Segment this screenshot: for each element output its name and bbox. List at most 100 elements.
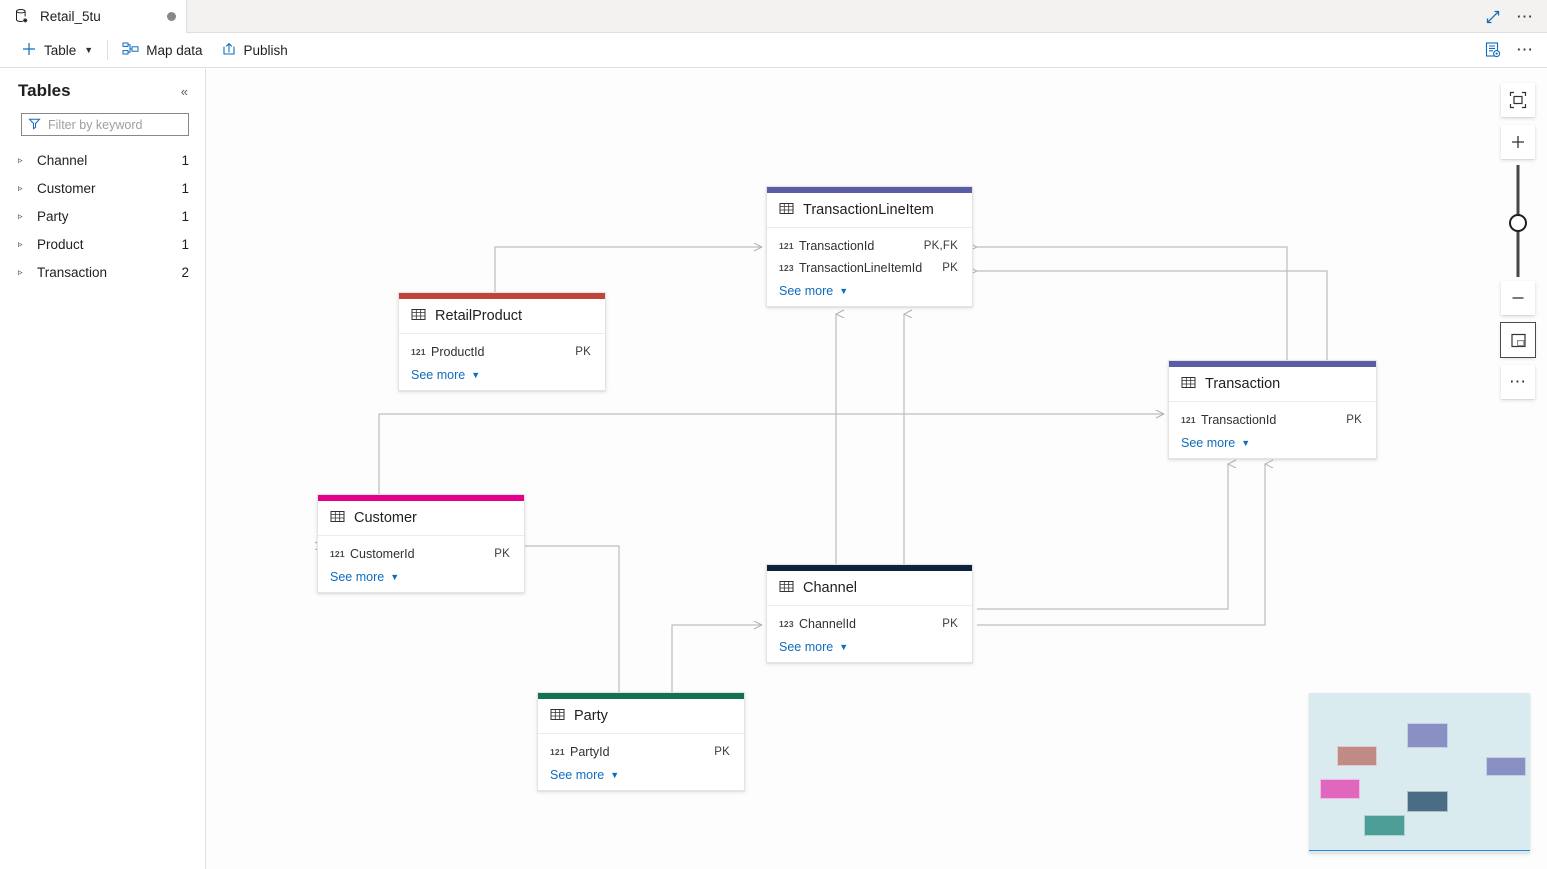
table-grid-icon — [1181, 375, 1196, 393]
table-grid-icon — [411, 307, 426, 325]
map-data-label: Map data — [146, 42, 203, 58]
sidebar-item-label: Product — [37, 236, 84, 252]
field-row[interactable]: 121 CustomerId PK — [318, 543, 524, 565]
chevron-down-icon: ▼ — [84, 45, 94, 55]
zoom-slider-thumb[interactable] — [1509, 214, 1527, 232]
canvas-more-options-button[interactable]: ⋯ — [1501, 365, 1535, 399]
see-more-link[interactable]: See more ▼ — [318, 565, 524, 586]
field-row[interactable]: 121 PartyId PK — [538, 741, 744, 763]
entity-accent-bar — [1169, 361, 1376, 367]
map-data-button[interactable]: Map data — [113, 35, 211, 65]
field-row[interactable]: 123 TransactionLineItemId PK — [767, 257, 972, 279]
minimap-rect-retailproduct — [1337, 746, 1377, 766]
chevron-down-icon: ▼ — [839, 642, 849, 652]
field-row[interactable]: 121 TransactionId PK,FK — [767, 235, 972, 257]
command-more-options-icon[interactable]: ⋯ — [1516, 40, 1534, 59]
field-name: TransactionId — [1201, 413, 1277, 427]
field-type-icon: 121 — [779, 241, 794, 251]
filter-field-wrapper[interactable] — [21, 113, 209, 136]
entity-card-retailproduct[interactable]: RetailProduct 121 ProductId PK See more … — [398, 292, 606, 391]
sidebar-item-count: 1 — [181, 236, 189, 252]
sidebar-item-channel[interactable]: ▹ Channel 1 — [0, 146, 205, 174]
sidebar-item-label: Customer — [37, 180, 96, 196]
field-row[interactable]: 121 TransactionId PK — [1169, 409, 1376, 431]
erd-canvas[interactable]: TransactionLineItem 121 TransactionId PK… — [207, 69, 1547, 869]
chevron-down-icon: ▼ — [1241, 438, 1251, 448]
sidebar-item-product[interactable]: ▹ Product 1 — [0, 230, 205, 258]
collapse-chevrons-icon[interactable]: « — [180, 83, 188, 99]
document-settings-icon[interactable] — [1478, 36, 1508, 64]
field-row[interactable]: 121 ProductId PK — [399, 341, 605, 363]
field-key-badge: PK — [714, 746, 730, 758]
sidebar-item-count: 1 — [181, 152, 189, 168]
filter-input[interactable] — [41, 117, 209, 132]
chevron-right-icon[interactable]: ▹ — [18, 210, 23, 221]
relationship-edges — [207, 69, 1328, 692]
sidebar-item-count: 1 — [181, 208, 189, 224]
sidebar-header: Tables « — [0, 69, 205, 107]
zoom-in-button[interactable] — [1501, 125, 1535, 159]
entity-card-customer[interactable]: Customer 121 CustomerId PK See more ▼ — [317, 494, 525, 593]
field-type-icon: 121 — [411, 347, 426, 357]
entity-card-channel[interactable]: Channel 123 ChannelId PK See more ▼ — [766, 564, 973, 663]
sidebar-item-label: Party — [37, 208, 69, 224]
tab-more-options-icon[interactable]: ⋯ — [1516, 6, 1534, 26]
table-grid-icon — [779, 579, 794, 597]
entity-header: TransactionLineItem — [767, 193, 972, 228]
minimap-rect-customer — [1320, 779, 1360, 799]
entity-name: RetailProduct — [435, 308, 523, 324]
entity-header: Channel — [767, 571, 972, 606]
see-more-link[interactable]: See more ▼ — [538, 763, 744, 784]
entity-name: Channel — [803, 580, 858, 596]
publish-button[interactable]: Publish — [212, 35, 297, 65]
entity-name: Customer — [354, 510, 417, 526]
minimap-viewport-indicator[interactable] — [1309, 850, 1530, 851]
field-name: TransactionLineItemId — [799, 261, 923, 275]
tab-title: Retail_5tu — [40, 9, 101, 24]
expand-diagonal-icon[interactable] — [1478, 3, 1508, 31]
sidebar-item-label: Transaction — [37, 264, 108, 280]
tables-tree: ▹ Channel 1 ▹ Customer 1 ▹ Party 1 ▹ Pro… — [0, 146, 205, 286]
field-name: PartyId — [570, 745, 610, 759]
see-more-link[interactable]: See more ▼ — [399, 363, 605, 384]
tables-sidebar: Tables « ▹ Channel 1 ▹ Customer 1 ▹ Part… — [0, 69, 209, 869]
entity-card-transactionlineitem[interactable]: TransactionLineItem 121 TransactionId PK… — [766, 186, 973, 307]
fit-to-screen-button[interactable] — [1501, 83, 1535, 117]
command-separator — [107, 40, 109, 60]
canvas-zoom-toolbar: ⋯ — [1500, 83, 1536, 399]
entity-card-transaction[interactable]: Transaction 121 TransactionId PK See mor… — [1168, 360, 1377, 459]
chevron-right-icon[interactable]: ▹ — [18, 154, 23, 165]
canvas-minimap[interactable] — [1309, 693, 1530, 853]
command-bar: Table ▼ Map data Publish — [0, 33, 1547, 68]
field-name: ProductId — [431, 345, 485, 359]
entity-fields: 121 ProductId PK See more ▼ — [399, 334, 605, 390]
entity-header: Customer — [318, 501, 524, 536]
chevron-right-icon[interactable]: ▹ — [18, 266, 23, 277]
sidebar-item-customer[interactable]: ▹ Customer 1 — [0, 174, 205, 202]
entity-header: RetailProduct — [399, 299, 605, 334]
database-new-icon — [14, 8, 31, 25]
entity-name: Transaction — [1205, 376, 1281, 392]
chevron-down-icon: ▼ — [471, 370, 481, 380]
entity-card-party[interactable]: Party 121 PartyId PK See more ▼ — [537, 692, 745, 791]
entity-name: Party — [574, 708, 608, 724]
see-more-link[interactable]: See more ▼ — [1169, 431, 1376, 452]
field-row[interactable]: 123 ChannelId PK — [767, 613, 972, 635]
zoom-slider[interactable] — [1501, 165, 1535, 277]
field-key-badge: PK,FK — [923, 240, 958, 252]
sidebar-item-count: 1 — [181, 180, 189, 196]
sidebar-item-transaction[interactable]: ▹ Transaction 2 — [0, 258, 205, 286]
chevron-right-icon[interactable]: ▹ — [18, 238, 23, 249]
field-name: CustomerId — [350, 547, 415, 561]
add-table-button[interactable]: Table ▼ — [12, 35, 102, 65]
chevron-down-icon: ▼ — [390, 572, 400, 582]
add-table-label: Table — [44, 42, 77, 58]
see-more-label: See more — [411, 368, 466, 382]
zoom-out-button[interactable] — [1501, 281, 1535, 315]
see-more-link[interactable]: See more ▼ — [767, 279, 972, 300]
see-more-link[interactable]: See more ▼ — [767, 635, 972, 656]
minimap-toggle-button[interactable] — [1500, 322, 1536, 358]
chevron-right-icon[interactable]: ▹ — [18, 182, 23, 193]
sidebar-item-party[interactable]: ▹ Party 1 — [0, 202, 205, 230]
document-tab-retail[interactable]: Retail_5tu — [0, 0, 187, 33]
